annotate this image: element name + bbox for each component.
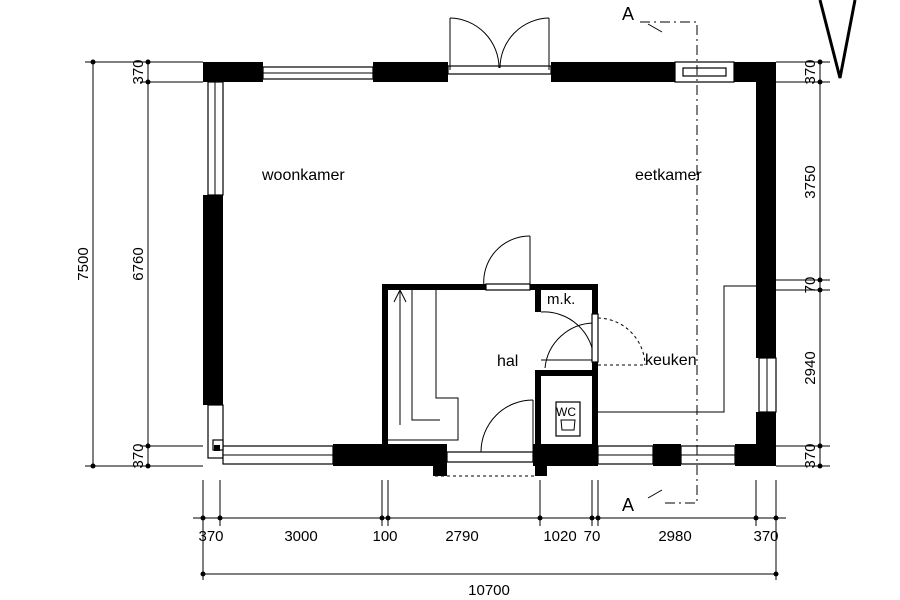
section-marker-top: A xyxy=(622,4,634,24)
dim-bottom-4: 2790 xyxy=(445,528,478,545)
dim-right-eetkamer: 3750 xyxy=(802,165,819,198)
right-dimensions: 370 3750 70 2940 370 xyxy=(776,59,830,469)
room-label-hal: hal xyxy=(497,353,518,370)
room-label-mk: m.k. xyxy=(547,291,575,308)
dim-bottom-2: 3000 xyxy=(284,528,317,545)
room-label-keuken: keuken xyxy=(645,352,697,369)
section-marker-bottom: A xyxy=(622,495,634,515)
dim-bottom-8: 370 xyxy=(753,528,778,545)
dim-left-overall: 7500 xyxy=(75,247,92,280)
room-label-eetkamer: eetkamer xyxy=(635,167,702,184)
bottom-dimensions: 370 3000 100 2790 1020 70 2980 370 10700 xyxy=(193,480,786,599)
dim-right-top: 370 xyxy=(802,59,819,84)
dim-left-inner: 6760 xyxy=(130,247,147,280)
section-line: A A xyxy=(622,4,698,515)
north-arrow xyxy=(818,0,857,79)
room-label-wc: WC xyxy=(556,405,576,419)
dim-left-bottom: 370 xyxy=(130,443,147,468)
doors xyxy=(435,17,646,477)
dim-bottom-7: 2980 xyxy=(658,528,691,545)
room-labels: woonkamer eetkamer hal keuken m.k. WC xyxy=(261,167,702,419)
dim-right-keuken: 2940 xyxy=(802,351,819,384)
dim-bottom-5: 1020 xyxy=(543,528,576,545)
walls xyxy=(203,62,776,476)
dim-right-bottom: 370 xyxy=(802,443,819,468)
dim-bottom-1: 370 xyxy=(198,528,223,545)
interior-lines xyxy=(388,285,756,441)
windows xyxy=(207,61,777,465)
dim-bottom-3: 100 xyxy=(372,528,397,545)
dim-right-gap: 70 xyxy=(802,277,819,294)
dim-left-top: 370 xyxy=(130,59,147,84)
dim-total: 10700 xyxy=(468,582,510,599)
dim-bottom-6: 70 xyxy=(584,528,601,545)
left-dimensions: 370 7500 6760 370 xyxy=(75,59,203,469)
room-label-woonkamer: woonkamer xyxy=(261,167,345,184)
